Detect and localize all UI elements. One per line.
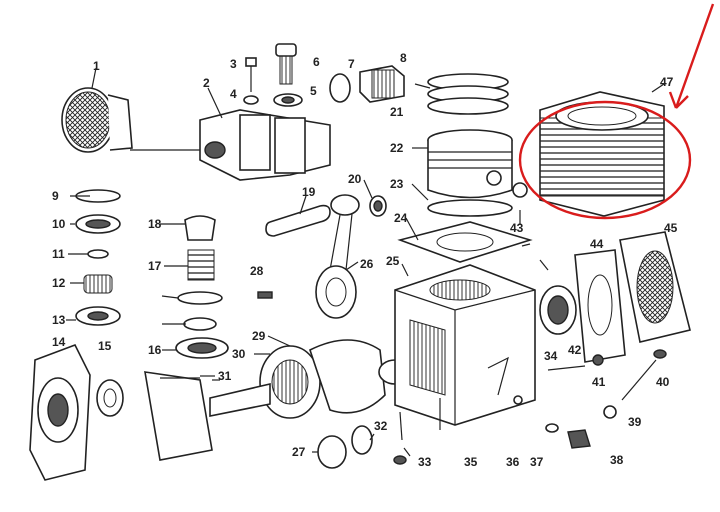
cylinder-part bbox=[539, 83, 665, 217]
part-label: 37 bbox=[530, 455, 544, 469]
part-label: 3 bbox=[230, 57, 237, 71]
main-bearing-part bbox=[539, 285, 577, 335]
part-label: 39 bbox=[628, 415, 642, 429]
part-label: 44 bbox=[590, 237, 604, 251]
side-cover-part bbox=[619, 231, 691, 343]
part-label: 21 bbox=[390, 105, 404, 119]
spring-valve-part bbox=[175, 215, 229, 359]
part-label: 10 bbox=[52, 217, 66, 231]
crankcase-part bbox=[394, 264, 536, 426]
part-label: 9 bbox=[52, 189, 59, 203]
part-label: 42 bbox=[568, 343, 582, 357]
end-cover-part bbox=[29, 343, 91, 481]
part-label: 43 bbox=[510, 221, 524, 235]
part-label: 2 bbox=[203, 76, 210, 90]
leader-lines bbox=[66, 83, 549, 457]
part-label: 33 bbox=[418, 455, 432, 469]
part-label: 1 bbox=[93, 59, 100, 73]
part-label: 29 bbox=[252, 329, 266, 343]
part-label: 5 bbox=[310, 84, 317, 98]
highlight-arrow bbox=[668, 3, 715, 109]
part-label: 12 bbox=[52, 276, 66, 290]
part-label: 16 bbox=[148, 343, 162, 357]
part-label: 34 bbox=[544, 349, 558, 363]
air-filter-part bbox=[61, 67, 133, 153]
part-label: 26 bbox=[360, 257, 374, 271]
drain-plug-part bbox=[545, 423, 591, 449]
side-gasket-part bbox=[144, 371, 215, 461]
part-label: 47 bbox=[660, 75, 674, 89]
valve-plug-part bbox=[273, 43, 303, 107]
part-label: 41 bbox=[592, 375, 606, 389]
part-label: 6 bbox=[313, 55, 320, 69]
valve-head-part bbox=[130, 87, 331, 181]
ring-seal-part bbox=[329, 73, 351, 103]
bearing-stack-part bbox=[75, 189, 121, 326]
part-label: 19 bbox=[302, 185, 316, 199]
stud-bolts-part bbox=[399, 365, 586, 441]
part-label: 22 bbox=[390, 141, 404, 155]
part-label: 32 bbox=[374, 419, 388, 433]
cover-gasket-part bbox=[574, 249, 626, 363]
part-label: 13 bbox=[52, 313, 66, 327]
part-label: 28 bbox=[250, 264, 264, 278]
part-label: 45 bbox=[664, 221, 678, 235]
bushing-part bbox=[369, 195, 387, 217]
nut-washer-part bbox=[592, 354, 617, 419]
part-label: 24 bbox=[394, 211, 408, 225]
part-label: 31 bbox=[218, 369, 232, 383]
part-label: 7 bbox=[348, 57, 355, 71]
part-label: 36 bbox=[506, 455, 520, 469]
part-label: 11 bbox=[52, 247, 65, 261]
lower-ring-part bbox=[427, 199, 513, 217]
piston-pin-part bbox=[265, 204, 331, 237]
part-label: 23 bbox=[390, 177, 404, 191]
part-label: 15 bbox=[98, 339, 112, 353]
top-gasket-part bbox=[397, 221, 533, 263]
part-label: 35 bbox=[464, 455, 478, 469]
connecting-rod-part bbox=[315, 194, 360, 319]
part-label: 25 bbox=[386, 254, 400, 268]
part-label: 8 bbox=[400, 51, 407, 65]
oil-seal-part bbox=[96, 379, 124, 417]
piston-rings-part bbox=[427, 73, 509, 115]
part-label: 17 bbox=[148, 259, 162, 273]
union-nut-part bbox=[359, 65, 405, 103]
dipstick-part bbox=[621, 349, 667, 401]
circlip-part bbox=[512, 182, 528, 198]
lower-rings-part bbox=[317, 425, 407, 469]
part-label: 38 bbox=[610, 453, 624, 467]
part-label: 40 bbox=[656, 375, 670, 389]
highlight-circle bbox=[518, 100, 692, 220]
part-label: 4 bbox=[230, 87, 237, 101]
small-bolt-part bbox=[243, 57, 259, 105]
key-part bbox=[257, 291, 273, 299]
part-label: 27 bbox=[292, 445, 306, 459]
part-label: 20 bbox=[348, 172, 362, 186]
part-label: 14 bbox=[52, 335, 66, 349]
part-label: 18 bbox=[148, 217, 162, 231]
part-label: 30 bbox=[232, 347, 246, 361]
piston-part bbox=[427, 129, 513, 199]
part-labels: 1 2 3 4 5 6 7 8 9 10 11 12 13 14 15 16 1… bbox=[52, 51, 678, 469]
